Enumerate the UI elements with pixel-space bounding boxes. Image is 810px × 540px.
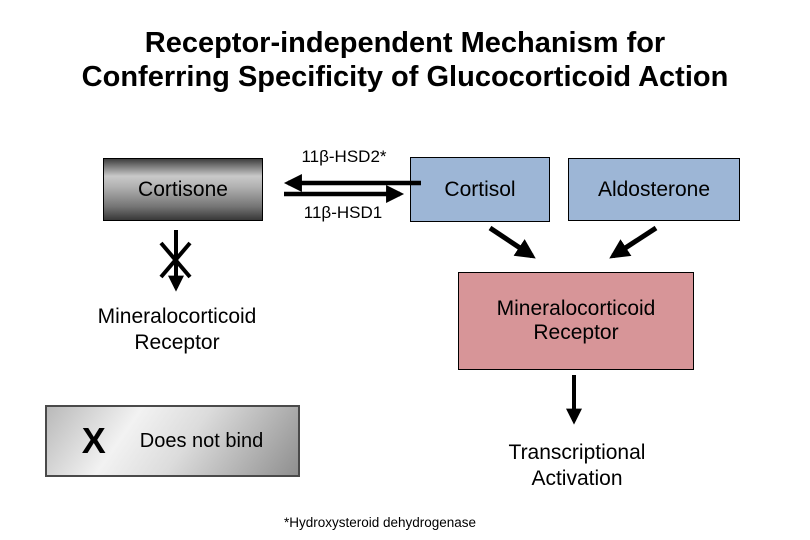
mineralocorticoid-receptor-box: Mineralocorticoid Receptor bbox=[458, 272, 694, 370]
cortisol-label: Cortisol bbox=[444, 177, 516, 201]
enzyme-11b-hsd1-label: 11β-HSD1 bbox=[303, 203, 383, 222]
cortisol-box: Cortisol bbox=[410, 157, 550, 222]
transcriptional-activation-text: Transcriptional Activation bbox=[457, 440, 697, 492]
mr-box-label: Mineralocorticoid Receptor bbox=[497, 297, 656, 345]
x-symbol: X bbox=[81, 420, 106, 461]
transcription-line1: Transcriptional bbox=[508, 441, 646, 464]
block-x-stroke-1 bbox=[159, 241, 192, 279]
aldosterone-box: Aldosterone bbox=[568, 158, 740, 221]
mr-box-line2: Receptor bbox=[533, 321, 619, 344]
block-x-stroke-2 bbox=[159, 241, 192, 279]
slide-title-line1: Receptor-independent Mechanism for bbox=[144, 27, 666, 59]
aldosterone-to-mr-arrow bbox=[609, 225, 658, 259]
aldosterone-label: Aldosterone bbox=[597, 177, 711, 201]
does-not-bind-legend-box: X Does not bind bbox=[45, 405, 300, 477]
mineralocorticoid-receptor-text: Mineralocorticoid Receptor bbox=[82, 304, 272, 356]
slide-title: Receptor-independent Mechanism for Confe… bbox=[0, 26, 810, 94]
does-not-bind-label: Does not bind bbox=[139, 429, 264, 452]
footnote: *Hydroxysteroid dehydrogenase bbox=[283, 515, 477, 530]
cortisol-to-mr-arrow bbox=[488, 225, 536, 259]
mr-box-line1: Mineralocorticoid bbox=[496, 297, 656, 320]
mr-text-line1: Mineralocorticoid bbox=[97, 305, 257, 328]
transcription-line2: Activation bbox=[531, 467, 623, 490]
cortisone-blocked-arrow bbox=[159, 230, 192, 292]
mr-text-line2: Receptor bbox=[134, 331, 220, 354]
cortisone-label: Cortisone bbox=[138, 177, 228, 201]
cortisone-box: Cortisone bbox=[103, 158, 263, 221]
enzyme-11b-hsd2-label: 11β-HSD2* bbox=[301, 147, 387, 166]
slide-title-line2: Conferring Specificity of Glucocorticoid… bbox=[81, 61, 729, 93]
